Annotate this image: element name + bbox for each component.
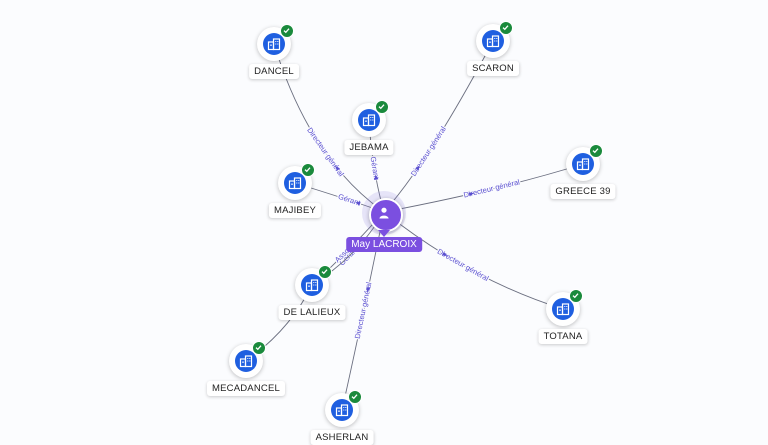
building-icon [362, 114, 376, 127]
check-icon [321, 269, 328, 275]
company-name-label[interactable]: GREECE 39 [550, 184, 616, 199]
company-name-label[interactable]: TOTANA [538, 329, 588, 344]
relation-edge [383, 163, 584, 213]
company-icon [482, 30, 504, 52]
check-icon [378, 104, 385, 110]
company-name-label[interactable]: DANCEL [249, 64, 299, 79]
relation-arrow [366, 287, 371, 293]
company-node[interactable] [566, 144, 603, 181]
check-icon [304, 167, 311, 173]
company-icon [263, 33, 285, 55]
check-icon [572, 293, 579, 299]
verified-badge-icon [499, 21, 513, 35]
person-node[interactable] [369, 198, 403, 232]
verified-badge-icon [280, 24, 294, 38]
company-name-label[interactable]: JEBAMA [344, 140, 394, 155]
building-icon [239, 355, 253, 368]
company-node[interactable] [476, 21, 513, 58]
check-icon [502, 25, 509, 31]
company-icon [301, 274, 323, 296]
check-icon [592, 148, 599, 154]
building-icon [267, 38, 281, 51]
person-icon [379, 207, 389, 219]
company-node[interactable] [295, 265, 332, 302]
building-icon [486, 35, 500, 48]
relation-arrow [335, 165, 340, 171]
company-icon [235, 350, 257, 372]
verified-badge-icon [348, 390, 362, 404]
relation-arrow [374, 174, 379, 180]
check-icon [283, 28, 290, 34]
verified-badge-icon [318, 265, 332, 279]
company-icon [552, 298, 574, 320]
company-icon [572, 153, 594, 175]
verified-badge-icon [375, 100, 389, 114]
relation-arrow [415, 165, 420, 171]
verified-badge-icon [301, 163, 315, 177]
building-icon [288, 177, 302, 190]
relation-arrow [355, 201, 361, 206]
building-icon [576, 158, 590, 171]
company-node[interactable] [546, 289, 583, 326]
company-name-label[interactable]: SCARON [467, 61, 519, 76]
verified-badge-icon [569, 289, 583, 303]
building-icon [305, 279, 319, 292]
company-node[interactable] [257, 24, 294, 61]
company-name-label[interactable]: MAJIBEY [268, 203, 322, 218]
relation-label: Directeur général [353, 281, 374, 339]
company-name-label[interactable]: DE LALIEUX [278, 305, 346, 320]
check-icon [255, 345, 262, 351]
company-icon [358, 109, 380, 131]
company-node[interactable] [278, 163, 315, 200]
building-icon [335, 404, 349, 417]
company-node[interactable] [352, 100, 389, 137]
company-icon [331, 399, 353, 421]
verified-badge-icon [252, 341, 266, 355]
company-name-label[interactable]: MECADANCEL [207, 381, 285, 396]
relation-arrow [468, 192, 474, 197]
company-icon [284, 172, 306, 194]
building-icon [556, 303, 570, 316]
company-node[interactable] [325, 390, 362, 427]
relation-label: Directeur général [463, 177, 521, 199]
person-name-label[interactable]: May LACROIX [346, 237, 422, 252]
relation-label: Gérant [337, 192, 362, 208]
relation-edge [383, 211, 564, 310]
relation-label: Directeur général [409, 125, 448, 178]
company-node[interactable] [229, 341, 266, 378]
verified-badge-icon [589, 144, 603, 158]
relation-label: Gérant [368, 156, 381, 181]
company-name-label[interactable]: ASHERLAN [310, 430, 374, 445]
check-icon [351, 394, 358, 400]
person-node-pointer [378, 230, 390, 237]
relation-arrow [441, 251, 448, 257]
